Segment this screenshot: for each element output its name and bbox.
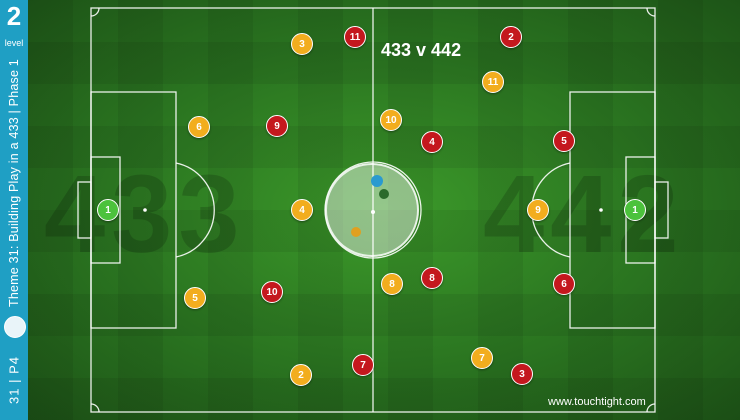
pitch-markings [77,7,669,413]
player-green-1[interactable]: 1 [97,199,119,221]
player-red-7[interactable]: 7 [352,354,374,376]
player-yellow-11[interactable]: 11 [482,71,504,93]
player-yellow-6[interactable]: 6 [188,116,210,138]
player-yellow-5[interactable]: 5 [184,287,206,309]
level-number: 2 [6,1,22,31]
center-logo-icon [325,163,419,257]
player-green-1[interactable]: 1 [624,199,646,221]
football-pitch: 433 442 433 v 442 ww [28,0,740,420]
level-label: level [4,38,24,48]
formation-watermark-right: 442 [483,153,685,276]
player-yellow-4[interactable]: 4 [291,199,313,221]
session-title: Theme 31: Building Play in a 433 | Phase… [7,59,21,307]
session-code: 31 | P4 [6,356,22,404]
player-red-3[interactable]: 3 [511,363,533,385]
player-red-4[interactable]: 4 [421,131,443,153]
player-yellow-3[interactable]: 3 [291,33,313,55]
player-yellow-8[interactable]: 8 [381,273,403,295]
player-yellow-9[interactable]: 9 [527,199,549,221]
diagram-title: 433 v 442 [381,40,462,60]
player-red-8[interactable]: 8 [421,267,443,289]
player-red-10[interactable]: 10 [261,281,283,303]
player-yellow-10[interactable]: 10 [380,109,402,131]
player-red-2[interactable]: 2 [500,26,522,48]
player-red-5[interactable]: 5 [553,130,575,152]
touchtight-logo-icon [4,316,26,338]
website-link[interactable]: www.touchtight.com [548,396,646,408]
player-red-6[interactable]: 6 [553,273,575,295]
player-yellow-7[interactable]: 7 [471,347,493,369]
player-red-9[interactable]: 9 [266,115,288,137]
player-yellow-2[interactable]: 2 [290,364,312,386]
sidebar: 2 level Theme 31: Building Play in a 433… [0,0,28,420]
player-red-11[interactable]: 11 [344,26,366,48]
formation-watermark-left: 433 [44,153,246,276]
